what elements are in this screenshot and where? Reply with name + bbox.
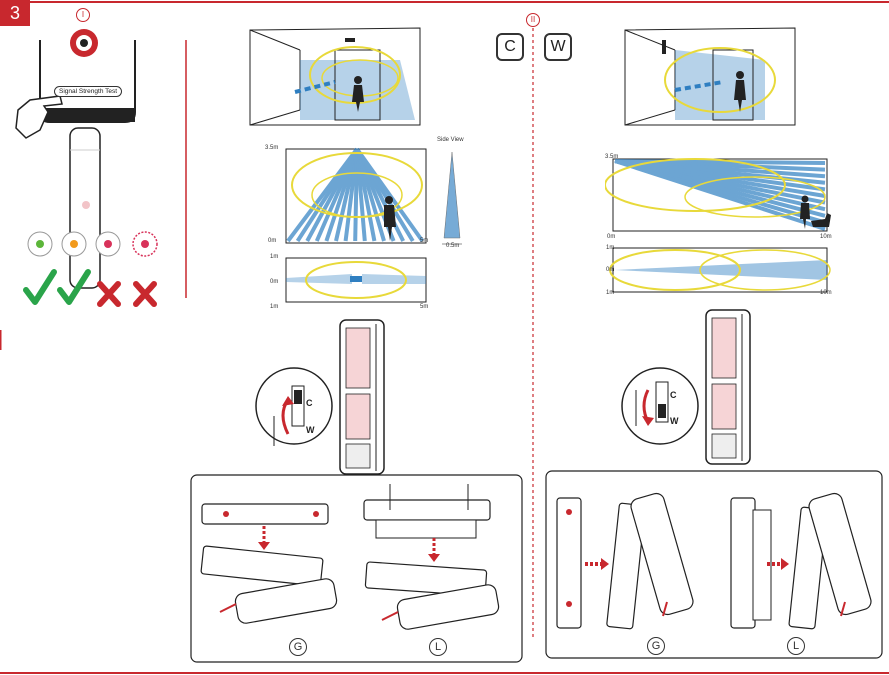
wall-room-illustration: [624, 27, 796, 126]
wall-height-label: 3.5m: [605, 154, 619, 160]
wall-switch-c: C: [670, 390, 677, 400]
wall-top-lower: 1m: [606, 290, 615, 296]
signal-panel-illustration: [15, 29, 136, 289]
wall-top-middle: 0m: [606, 267, 615, 273]
step-badge: 3: [0, 0, 30, 26]
side-width-label: 0.5m: [446, 243, 460, 249]
curtain-top-range: 5m: [420, 304, 429, 310]
curtain-top-middle: 0m: [270, 279, 279, 285]
person-icon: [736, 71, 744, 79]
curtain-mode-label: C: [496, 33, 524, 61]
curtain-front-view: [285, 147, 427, 244]
curtain-mount-g: G: [289, 638, 307, 656]
curtain-height-label: 3.5m: [265, 145, 279, 151]
curtain-top-lower: 1m: [270, 304, 279, 310]
curtain-room-illustration: [249, 27, 421, 126]
wall-top-range: 10m: [820, 290, 832, 296]
wall-top-upper: 1m: [606, 245, 615, 251]
side-view-label: Side View: [437, 137, 464, 143]
cross-icon: [133, 281, 157, 307]
signal-strength-test-button[interactable]: Signal Strength Test: [54, 86, 123, 97]
wall-mount-g: G: [647, 637, 665, 655]
dog-icon: [811, 213, 831, 227]
check-icon: [57, 269, 91, 305]
wall-mode-label: W: [544, 33, 572, 61]
person-icon: [385, 196, 393, 204]
marker-two: II: [526, 13, 540, 27]
person-icon: [354, 76, 362, 84]
wall-side-view: [605, 158, 831, 232]
check-icon: [23, 269, 57, 305]
person-icon: [801, 195, 809, 203]
wall-range-label: 10m: [820, 234, 832, 240]
curtain-switch-w: W: [306, 425, 315, 435]
hand-icon: [15, 95, 63, 139]
led-states: [23, 231, 158, 307]
curtain-top-view: [285, 257, 427, 303]
curtain-mounting-box: [190, 474, 523, 663]
curtain-coverage-ray: [355, 147, 425, 243]
curtain-top-upper: 1m: [270, 254, 279, 260]
wall-switch-w: W: [670, 416, 679, 426]
curtain-detector-open: [255, 319, 385, 475]
curtain-range-label: 5m: [420, 238, 429, 244]
marker-one: I: [76, 8, 90, 22]
cross-icon: [97, 281, 121, 307]
curtain-switch-c: C: [306, 398, 313, 408]
wall-mounting-box: [545, 470, 883, 659]
wall-coverage-ray: [614, 159, 826, 231]
wall-origin-label: 0m: [607, 234, 616, 240]
curtain-mount-l: L: [429, 638, 447, 656]
wall-detector-open: [621, 309, 751, 465]
side-view-diagram: [442, 151, 462, 245]
wall-top-view: [609, 247, 831, 293]
curtain-origin-label: 0m: [268, 238, 277, 244]
wall-mount-l: L: [787, 637, 805, 655]
